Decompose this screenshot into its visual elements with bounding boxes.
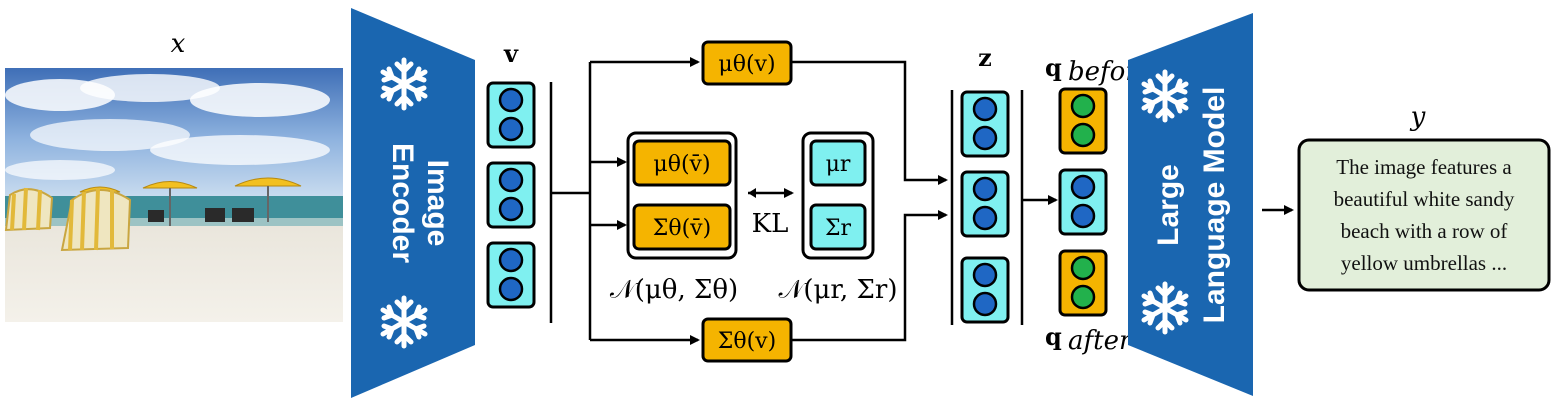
kl-link: KL: [748, 188, 794, 239]
token-block: [960, 90, 1010, 158]
output-line: beautiful white sandy: [1334, 187, 1515, 211]
query-middle-block: [1058, 168, 1108, 236]
query-after-block: [1058, 249, 1108, 317]
visual-tokens: [486, 81, 536, 309]
image-encoder-line1: Image: [421, 160, 454, 247]
language-model: Large Language Model: [1128, 13, 1253, 396]
token-block: [486, 161, 536, 229]
latent-symbol: z: [978, 43, 992, 72]
output-line: beach with a row of: [1341, 219, 1508, 243]
llm-line2: Language Model: [1198, 87, 1231, 324]
query-before-symbol: q: [1045, 53, 1062, 82]
left-mean-label: μθ(v̄): [653, 152, 710, 177]
lower-cov-box: Σθ(v): [701, 317, 793, 363]
merge-arrows: [791, 60, 948, 342]
llm-line1: Large: [1152, 164, 1185, 246]
token-block: [960, 256, 1010, 324]
image-encoder-line2: Encoder: [386, 143, 419, 263]
query-after-sub: after: [1068, 326, 1133, 356]
query-after-symbol: q: [1045, 322, 1062, 351]
output-line: The image features a: [1336, 155, 1512, 179]
input-symbol: x: [171, 29, 186, 59]
right-dist-caption: 𝒩(μr, Σr): [778, 275, 897, 305]
left-distribution: μθ(v̄) Σθ(v̄) 𝒩(μθ, Σθ): [610, 131, 738, 305]
branch-arrows: [551, 57, 700, 345]
beach-photo: [4, 68, 343, 322]
lower-cov-label: Σθ(v): [718, 329, 776, 354]
output-symbol: y: [1410, 102, 1426, 132]
query-before-block: [1058, 87, 1108, 155]
output-line: yellow umbrellas ...: [1341, 251, 1507, 275]
left-cov-label: Σθ(v̄): [653, 216, 711, 241]
right-distribution: μr Σr 𝒩(μr, Σr): [778, 131, 898, 305]
output-box: The image features a beautiful white san…: [1297, 138, 1551, 292]
image-encoder: Image Encoder: [351, 8, 475, 398]
kl-label: KL: [752, 209, 789, 239]
latent-tokens: [960, 90, 1010, 324]
upper-mean-box: μθ(v): [701, 40, 793, 86]
right-cov-label: Σr: [825, 216, 852, 241]
visual-tokens-symbol: v: [503, 39, 519, 68]
upper-mean-label: μθ(v): [718, 52, 775, 77]
right-mean-label: μr: [826, 152, 851, 177]
left-dist-caption: 𝒩(μθ, Σθ): [610, 275, 738, 305]
token-block: [486, 81, 536, 149]
token-block: [960, 170, 1010, 238]
token-block: [486, 241, 536, 309]
